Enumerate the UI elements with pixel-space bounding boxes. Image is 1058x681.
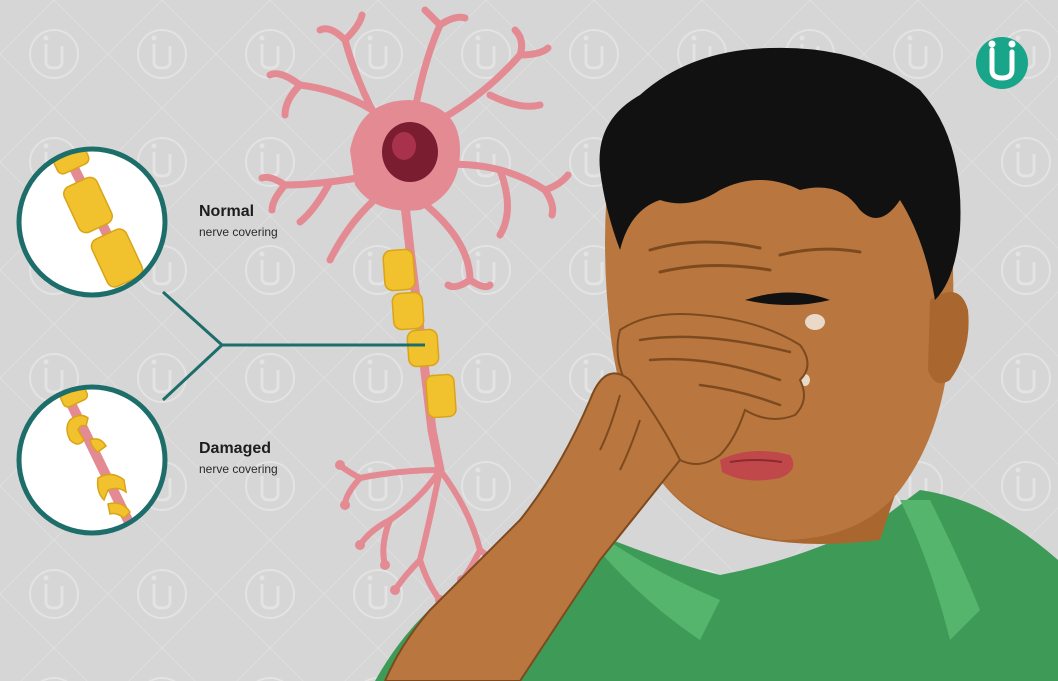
normal-label-title: Normal — [199, 204, 254, 220]
brand-logo-icon — [976, 37, 1028, 89]
damaged-label-title: Damaged — [199, 441, 271, 457]
normal-label-subtitle: nerve covering — [199, 226, 278, 238]
damaged-label-subtitle: nerve covering — [199, 463, 278, 475]
